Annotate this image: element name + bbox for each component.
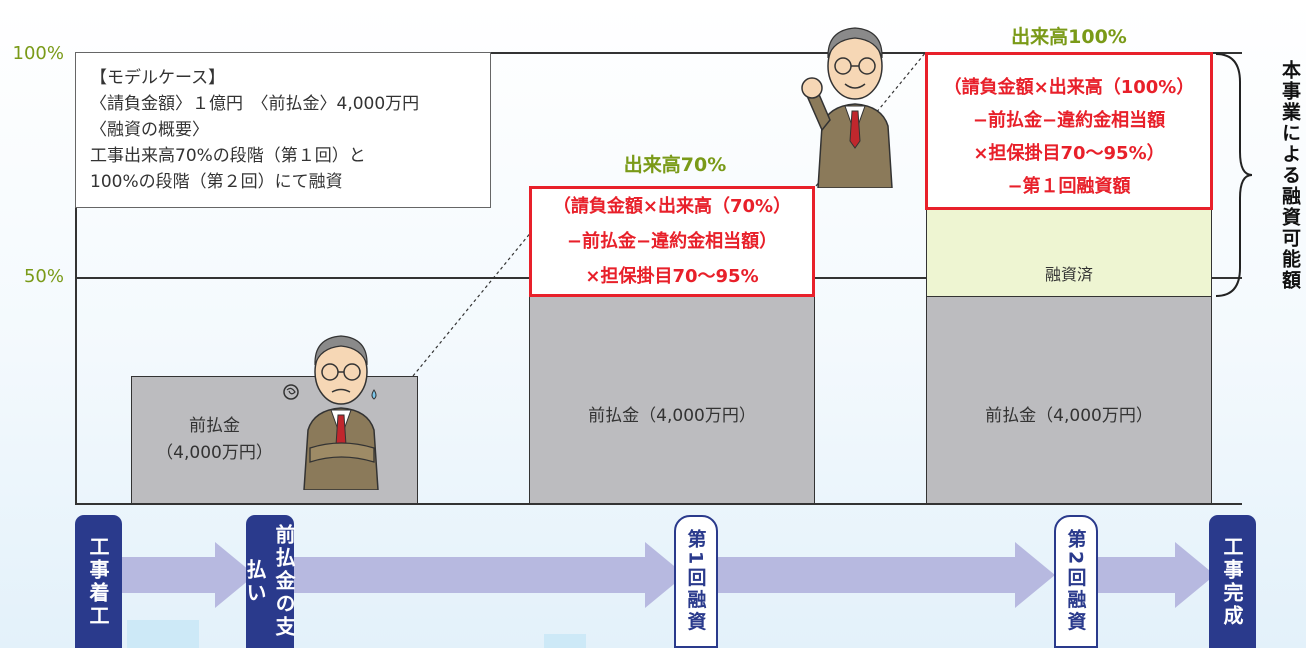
milestone-start-label: 工事着工: [86, 535, 110, 628]
model-case-box: 【モデルケース】 〈請負金額〉１億円 〈前払金〉4,000万円 〈融資の概要〉 …: [75, 52, 491, 208]
milestone-advance-payment-label: 前払金の支払い: [243, 524, 296, 639]
stage3-loan-formula-box: （請負金額×出来高（100%） −前払金−違約金相当額 ×担保掛目70～95%）…: [925, 52, 1213, 210]
model-case-line2: 〈融資の概要〉: [90, 120, 209, 140]
model-case-title: 【モデルケース】: [90, 68, 226, 88]
milestone-second-loan-label: 第2回融資: [1064, 529, 1087, 634]
y-axis-label-100: 100%: [12, 43, 64, 64]
model-case-line3: 工事出来高70%の段階（第１回）と: [90, 146, 366, 166]
stage1-advance-amount: （4,000万円）: [156, 443, 273, 463]
stage2-advance-label: 前払金（4,000万円）: [588, 405, 756, 426]
stage2-formula-line3: ×担保掛目70～95%: [585, 266, 759, 287]
model-case-line1: 〈請負金額〉１億円 〈前払金〉4,000万円: [90, 94, 420, 114]
stage3-formula-line1: （請負金額×出来高（100%）: [943, 77, 1195, 98]
right-curly-brace-icon: [1215, 53, 1252, 297]
stage3-title: 出来高100%: [1011, 26, 1127, 48]
timeline-arrows: [105, 542, 1215, 608]
loanable-amount-label: 本事業による融資可能額: [1279, 60, 1301, 291]
y-axis-label-50: 50%: [23, 266, 64, 287]
stage2-loan-formula-box: （請負金額×出来高（70%） −前払金−違約金相当額） ×担保掛目70～95%: [529, 186, 815, 297]
stage3-financed-bar: 融資済: [926, 208, 1212, 297]
y-axis-line: [75, 52, 77, 504]
stage3-formula-line4: −第１回融資額: [1007, 176, 1131, 197]
stage3-advance-label: 前払金（4,000万円）: [985, 405, 1153, 426]
stage3-formula-line3: ×担保掛目70～95%）: [973, 143, 1165, 164]
gridline-100: [75, 52, 1242, 54]
stage2-title: 出来高70%: [623, 154, 727, 176]
milestone-second-loan: 第2回融資: [1054, 515, 1098, 648]
stage2-formula-line2: −前払金−違約金相当額）: [566, 231, 778, 252]
stage3-advance-bar: 前払金（4,000万円）: [926, 296, 1212, 504]
stage2-formula-line1: （請負金額×出来高（70%）: [552, 196, 792, 217]
stage2-advance-bar: 前払金（4,000万円）: [529, 296, 815, 504]
stage3-financed-label: 融資済: [1044, 264, 1093, 284]
milestone-completion-label: 工事完成: [1220, 535, 1244, 628]
milestone-completion: 工事完成: [1209, 515, 1256, 648]
pale-block: [127, 620, 199, 648]
model-case-line4: 100%の段階（第２回）にて融資: [90, 172, 343, 192]
milestone-advance-payment: 前払金の支払い: [243, 515, 296, 648]
milestone-start: 工事着工: [75, 515, 122, 648]
stage3-formula-line2: −前払金−違約金相当額: [972, 110, 1166, 131]
pale-block: [544, 634, 586, 648]
businessman-fist-pump-icon: [801, 27, 893, 188]
milestone-first-loan: 第1回融資: [674, 515, 718, 648]
milestone-first-loan-label: 第1回融資: [684, 529, 707, 634]
businessman-worried-icon: [283, 335, 379, 490]
stage1-advance-label: 前払金: [188, 416, 240, 436]
